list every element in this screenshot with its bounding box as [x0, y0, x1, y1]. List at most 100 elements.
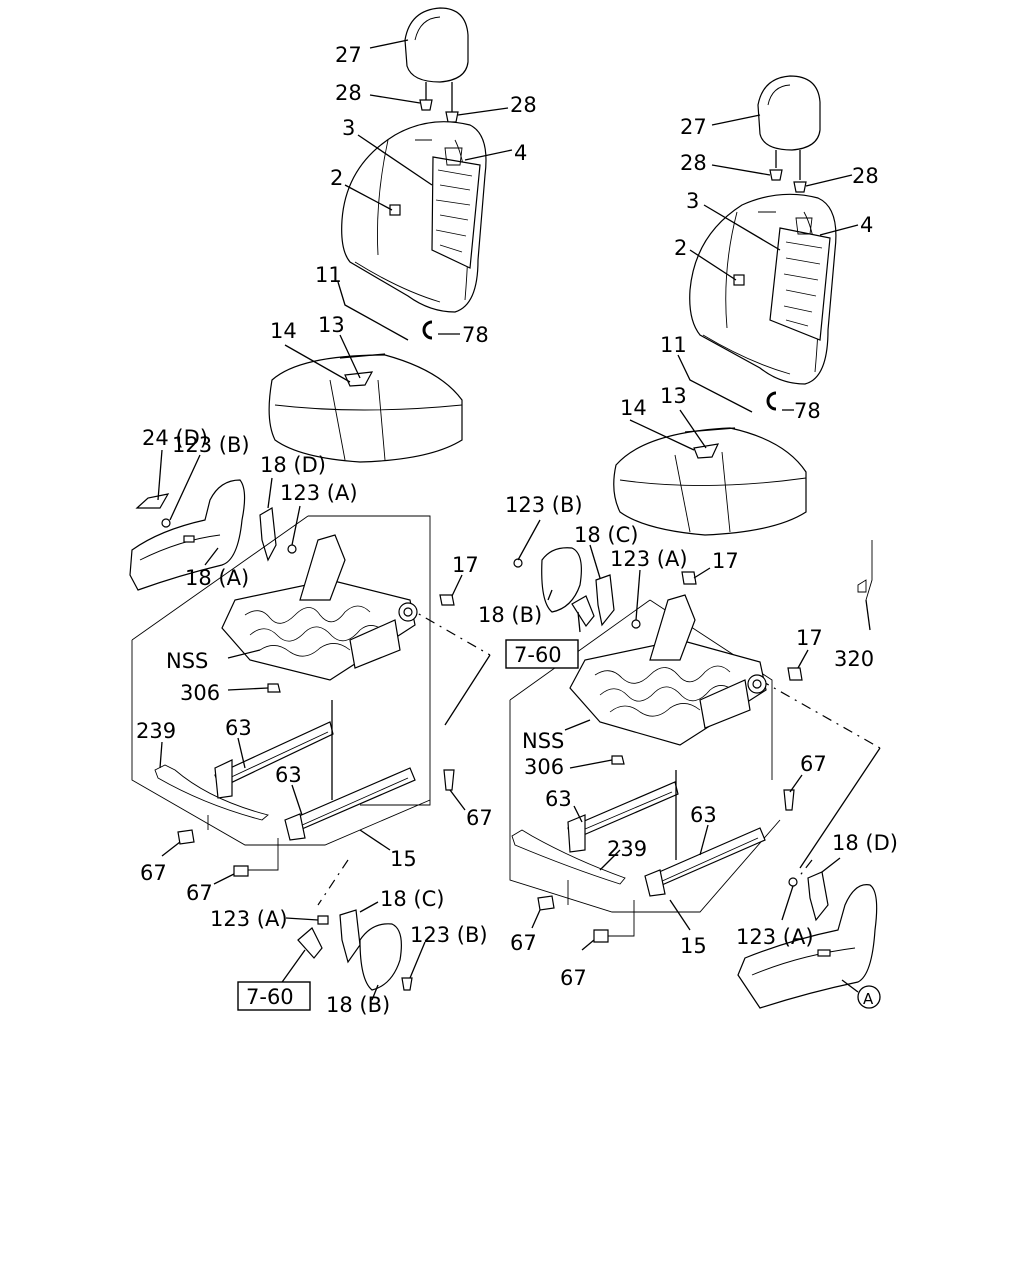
- right-label-27: 27: [680, 115, 707, 139]
- left-label-67-left: 67: [140, 861, 167, 885]
- left-guide-28-b: [445, 111, 459, 123]
- right-bolt-67-left: [537, 895, 555, 911]
- left-screw-123a-bottom: [317, 915, 329, 925]
- left-screw-123b-bottom: [401, 977, 413, 991]
- right-headrest-27: [757, 75, 821, 180]
- right-bolt-67-bottom: [593, 929, 609, 943]
- right-label-4: 4: [860, 213, 873, 237]
- left-headrest-27: [404, 7, 469, 112]
- left-buckle-760: [297, 927, 323, 959]
- right-label-123b: 123 (B): [505, 493, 583, 517]
- right-label-17-mid: 17: [796, 626, 823, 650]
- right-buckle-760: [571, 595, 595, 628]
- left-label-67-right: 67: [466, 806, 493, 830]
- left-label-14: 14: [270, 319, 297, 343]
- left-dash-bottom: [317, 859, 349, 906]
- left-label-4: 4: [514, 141, 527, 165]
- right-ref-box-label: 7-60: [514, 643, 562, 667]
- right-centerline-b: [799, 747, 881, 869]
- right-label-11: 11: [660, 333, 687, 357]
- right-label-28-b: 28: [852, 164, 879, 188]
- right-cushion: [613, 427, 807, 536]
- right-label-67-left: 67: [510, 931, 537, 955]
- left-ref-box: [237, 981, 311, 1011]
- right-label-3: 3: [686, 189, 699, 213]
- right-label-123a-bottom: 123 (A): [736, 925, 814, 949]
- left-label-123a-top: 123 (A): [280, 481, 358, 505]
- right-label-14: 14: [620, 396, 647, 420]
- left-label-3: 3: [342, 116, 355, 140]
- right-screw-123a: [631, 619, 641, 629]
- right-dash-bottom: [797, 859, 813, 879]
- right-guide-28-b: [793, 181, 807, 193]
- right-wire-320: [857, 540, 873, 601]
- left-cover-24d: [135, 493, 170, 509]
- right-seat-assembly: 27 28 28 3 4 2 11 78 14 13 123 (B) 18 (C…: [478, 75, 898, 1009]
- right-bolt-67-right: [783, 789, 795, 811]
- left-label-28-a: 28: [335, 81, 362, 105]
- left-label-306: 306: [180, 681, 220, 705]
- right-nut-306: [611, 755, 625, 765]
- left-label-13: 13: [318, 313, 345, 337]
- right-side-cover-a: [737, 884, 878, 1009]
- right-label-67-right: 67: [800, 752, 827, 776]
- right-cover-18b: [541, 547, 582, 613]
- right-label-2: 2: [674, 236, 687, 260]
- left-screw-123b-top: [161, 518, 171, 528]
- right-label-78: 78: [794, 399, 821, 423]
- left-label-11: 11: [315, 263, 342, 287]
- left-guide-28-a: [419, 99, 433, 111]
- left-seat-frame-nss: [221, 534, 418, 681]
- right-circle-ref-label: A: [863, 990, 874, 1008]
- right-screw-123b: [513, 558, 523, 568]
- left-cover-18a: [129, 479, 246, 591]
- left-bolt-67-left: [177, 829, 195, 845]
- right-label-28-a: 28: [680, 151, 707, 175]
- right-label-239: 239: [607, 837, 647, 861]
- right-bracket-18c: [595, 574, 615, 627]
- left-label-18a: 18 (A): [185, 566, 249, 590]
- left-rail-63-a: [214, 721, 334, 799]
- left-label-123b-top: 123 (B): [172, 433, 250, 457]
- left-wire-239: [154, 764, 269, 821]
- right-label-nss: NSS: [522, 729, 564, 753]
- left-bolt-67-right: [443, 769, 455, 791]
- right-label-63-b: 63: [690, 803, 717, 827]
- left-screw-123a-top: [287, 544, 297, 554]
- left-nut-306: [267, 683, 281, 693]
- right-label-18b: 18 (B): [478, 603, 542, 627]
- right-label-17-top: 17: [712, 549, 739, 573]
- right-bracket-18d: [807, 871, 829, 922]
- left-label-nss: NSS: [166, 649, 208, 673]
- left-seatback: [341, 121, 487, 313]
- left-label-28-b: 28: [510, 93, 537, 117]
- right-seat-frame-nss: [569, 594, 767, 746]
- right-screw-123a-bottom: [788, 877, 798, 887]
- left-bracket-18d: [259, 507, 277, 562]
- right-ref-box: [505, 639, 579, 669]
- left-label-123b-bottom: 123 (B): [410, 923, 488, 947]
- right-rail-63-a: [567, 781, 679, 853]
- left-label-27: 27: [335, 43, 362, 67]
- right-label-18d: 18 (D): [832, 831, 898, 855]
- left-label-123a-bottom: 123 (A): [210, 907, 288, 931]
- left-label-24d: 24 (D): [142, 426, 208, 450]
- right-label-15: 15: [680, 934, 707, 958]
- left-label-67-bottom: 67: [186, 881, 213, 905]
- right-label-18c: 18 (C): [574, 523, 638, 547]
- right-guide-28-a: [769, 169, 783, 181]
- left-label-239: 239: [136, 719, 176, 743]
- right-wire-239: [511, 829, 626, 885]
- right-centerline-a: [759, 679, 881, 749]
- left-centerline-a: [404, 605, 491, 656]
- right-label-67-bottom: 67: [560, 966, 587, 990]
- right-circle-ref: [857, 985, 881, 1009]
- right-bolt-17-mid: [787, 667, 803, 681]
- left-label-63-b: 63: [275, 763, 302, 787]
- left-label-63-a: 63: [225, 716, 252, 740]
- left-label-2: 2: [330, 166, 343, 190]
- left-bracket-18c: [339, 909, 361, 964]
- left-cushion: [268, 353, 463, 463]
- left-label-18c: 18 (C): [380, 887, 444, 911]
